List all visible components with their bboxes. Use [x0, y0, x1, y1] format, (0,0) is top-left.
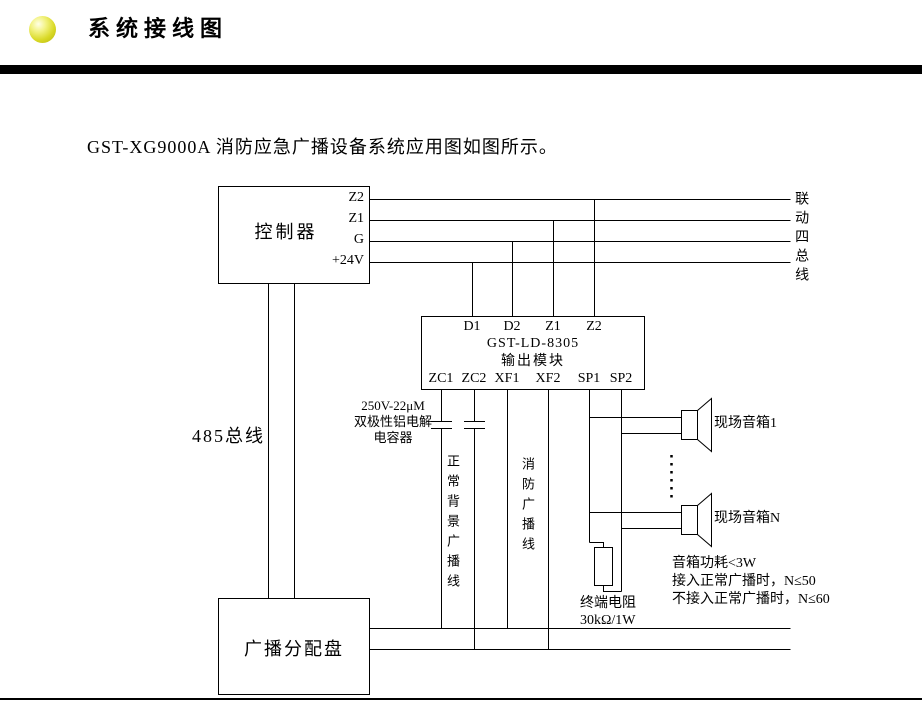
- controller-terminal-z2: Z2: [348, 190, 364, 205]
- footer-divider: [0, 698, 922, 700]
- controller-box: [218, 186, 370, 284]
- distribution-panel-label: 广播分配盘: [244, 639, 344, 659]
- module-terminal-d2: D2: [503, 319, 521, 334]
- fire-broadcast-line-label: 消防广播线: [519, 457, 535, 557]
- linkage-bus-lines: [369, 199, 791, 263]
- note-n-max-50: 接入正常广播时，N≤50: [672, 574, 816, 589]
- terminal-resistor-value: 30kΩ/1W: [580, 613, 636, 628]
- module-terminal-sp2: SP2: [609, 371, 633, 386]
- module-terminal-z1: Z1: [545, 319, 561, 334]
- panel-output-lines: [369, 628, 791, 650]
- controller-terminal-z1: Z1: [348, 211, 364, 226]
- controller-terminal-24v: +24V: [331, 253, 364, 268]
- module-terminal-xf2: XF2: [535, 371, 561, 386]
- module-model-label: GST-LD-8305: [486, 336, 580, 351]
- note-n-max-60: 不接入正常广播时，N≤60: [672, 592, 830, 607]
- module-terminal-zc2: ZC2: [461, 371, 487, 386]
- speaker-1-icon: [681, 397, 712, 453]
- module-bus-drop-lines: [472, 199, 595, 317]
- output-module-box: [421, 316, 645, 390]
- fire-broadcast-lines: [507, 389, 549, 650]
- speaker-n-label: 现场音箱N: [714, 511, 781, 526]
- controller-label: 控制器: [254, 222, 318, 242]
- rs485-bus-label: 485总线: [192, 426, 265, 446]
- terminal-resistor-label: 终端电阻: [580, 596, 636, 611]
- capacitor-branch-zc2: [464, 389, 485, 650]
- page-title: 系统接线图: [88, 16, 229, 41]
- speaker-bus-lines: [589, 389, 682, 592]
- module-terminal-z2: Z2: [586, 319, 602, 334]
- controller-terminal-g: G: [353, 232, 364, 247]
- terminal-resistor-icon: [589, 542, 622, 592]
- section-bullet-icon: [29, 16, 56, 43]
- linkage-bus-label: 联动四总线: [793, 191, 809, 286]
- capacitor-branch-zc1: [431, 389, 452, 629]
- module-terminal-zc1: ZC1: [428, 371, 454, 386]
- speaker-1-label: 现场音箱1: [714, 416, 777, 431]
- speaker-n-icon: [681, 492, 712, 548]
- module-subtitle-label: 输出模块: [501, 354, 565, 369]
- module-terminal-d1: D1: [463, 319, 481, 334]
- normal-broadcast-line-label: 正常背景广播线: [444, 454, 460, 594]
- module-terminal-xf1: XF1: [494, 371, 520, 386]
- capacitor-note-line1: 250V-22μM: [361, 398, 425, 413]
- capacitor-note-line3: 电容器: [373, 430, 413, 445]
- header-divider: [0, 65, 922, 74]
- module-terminal-sp1: SP1: [577, 371, 601, 386]
- capacitor-note-line2: 双极性铝电解: [353, 414, 432, 429]
- note-speaker-power: 音箱功耗<3W: [672, 556, 757, 571]
- rs485-bus-lines: [268, 283, 295, 599]
- intro-text: GST-XG9000A 消防应急广播设备系统应用图如图所示。: [87, 137, 558, 157]
- distribution-panel-box: [218, 598, 370, 695]
